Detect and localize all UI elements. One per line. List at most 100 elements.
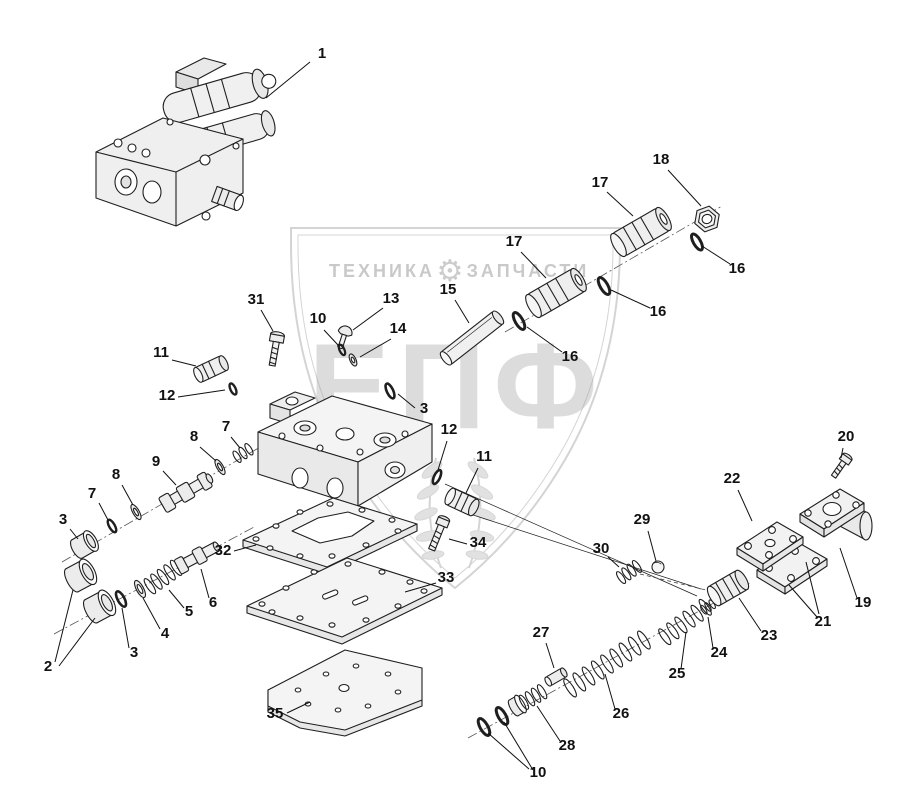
- part-number-12: 12: [159, 387, 176, 404]
- plate-22: [736, 521, 804, 572]
- ball-29: [651, 560, 665, 574]
- oring-12-lower: [431, 468, 443, 486]
- leader-line: [606, 191, 634, 217]
- part-number-28: 28: [559, 737, 576, 754]
- spring-30: [615, 559, 643, 585]
- part-number-22: 22: [724, 470, 741, 487]
- gasket-32: [242, 497, 418, 575]
- leader-line: [788, 584, 818, 618]
- leader-line: [121, 484, 134, 506]
- part-number-16: 16: [729, 260, 746, 277]
- plate-33: [246, 557, 443, 645]
- part-number-8: 8: [112, 466, 120, 483]
- leader-line: [520, 251, 547, 279]
- oring-12-upper: [228, 382, 238, 396]
- part-number-14: 14: [390, 320, 407, 337]
- leader-line: [168, 589, 185, 609]
- part-number-34: 34: [470, 534, 487, 551]
- leader-line: [448, 538, 468, 545]
- bushing-17-b: [610, 206, 672, 258]
- cap-2-a: [63, 558, 98, 593]
- leader-line: [233, 544, 257, 552]
- spring-28: [518, 684, 548, 710]
- leader-line: [171, 359, 197, 367]
- part-number-20: 20: [838, 428, 855, 445]
- spring-7: [232, 443, 254, 463]
- oring-16-c: [690, 232, 704, 252]
- leader-line: [839, 547, 858, 599]
- part-number-16: 16: [562, 348, 579, 365]
- leader-line: [465, 467, 479, 494]
- oring-7-left: [106, 518, 118, 534]
- part-number-27: 27: [533, 624, 550, 641]
- leader-line: [805, 561, 820, 615]
- plate-35: [267, 649, 423, 737]
- leader-line: [607, 556, 620, 568]
- part-number-10: 10: [530, 764, 547, 781]
- bushing-17-a: [525, 267, 587, 319]
- pin-15: [439, 310, 505, 366]
- part-number-3: 3: [59, 511, 67, 528]
- part-number-9: 9: [152, 453, 160, 470]
- main-valve-body: [257, 391, 433, 507]
- cup-seat: [507, 694, 527, 717]
- spring-25: [658, 598, 712, 646]
- leader-line: [487, 732, 530, 770]
- part-number-32: 32: [215, 542, 232, 559]
- spring-26: [563, 630, 651, 698]
- leader-line: [177, 389, 226, 398]
- part-number-25: 25: [669, 665, 686, 682]
- leader-line: [545, 642, 555, 669]
- leader-line: [840, 447, 844, 459]
- leader-line: [604, 673, 616, 710]
- leader-line: [359, 338, 392, 358]
- part-number-19: 19: [855, 594, 872, 611]
- leader-line: [701, 245, 731, 265]
- bolt-31: [268, 331, 285, 367]
- cap-3-left: [69, 530, 99, 559]
- pin-27: [544, 667, 568, 687]
- washer-14: [348, 353, 358, 367]
- leader-line: [352, 307, 384, 331]
- flange-19: [799, 488, 873, 541]
- part-number-30: 30: [593, 540, 610, 557]
- part-number-33: 33: [438, 569, 455, 586]
- part-number-24: 24: [711, 644, 728, 661]
- watermark-text-right: ЗАПЧАСТИ: [467, 261, 590, 281]
- part-number-1: 1: [318, 45, 326, 62]
- leader-line: [200, 568, 210, 599]
- leader-line: [667, 169, 702, 207]
- part-number-17: 17: [506, 233, 523, 250]
- leader-line: [121, 607, 130, 649]
- part-number-7: 7: [222, 418, 230, 435]
- poppet-13: [337, 325, 353, 349]
- leader-line: [526, 326, 563, 353]
- leader-line: [404, 582, 437, 593]
- plug-11-upper: [193, 355, 229, 383]
- oring-10-b: [494, 706, 510, 726]
- oring-10-top: [337, 343, 347, 357]
- plug-11-lower: [444, 487, 480, 517]
- solenoid-valve-assembly: [95, 57, 277, 227]
- part-number-6: 6: [209, 594, 217, 611]
- leader-line: [437, 440, 448, 471]
- leader-line: [230, 436, 241, 449]
- part-number-4: 4: [161, 625, 170, 642]
- oring-16-b: [596, 276, 612, 296]
- leader-line: [162, 470, 177, 486]
- part-number-17: 17: [592, 174, 609, 191]
- leader-line: [454, 299, 470, 324]
- part-number-31: 31: [248, 291, 265, 308]
- part-number-21: 21: [815, 613, 832, 630]
- gear-icon: ⚙: [437, 254, 464, 289]
- leader-line: [260, 309, 274, 332]
- part-number-11: 11: [153, 344, 169, 361]
- leader-line: [536, 705, 561, 742]
- oring-16-a: [511, 311, 527, 331]
- leader-line: [54, 589, 74, 663]
- leader-line: [142, 597, 161, 630]
- leader-line: [265, 61, 311, 99]
